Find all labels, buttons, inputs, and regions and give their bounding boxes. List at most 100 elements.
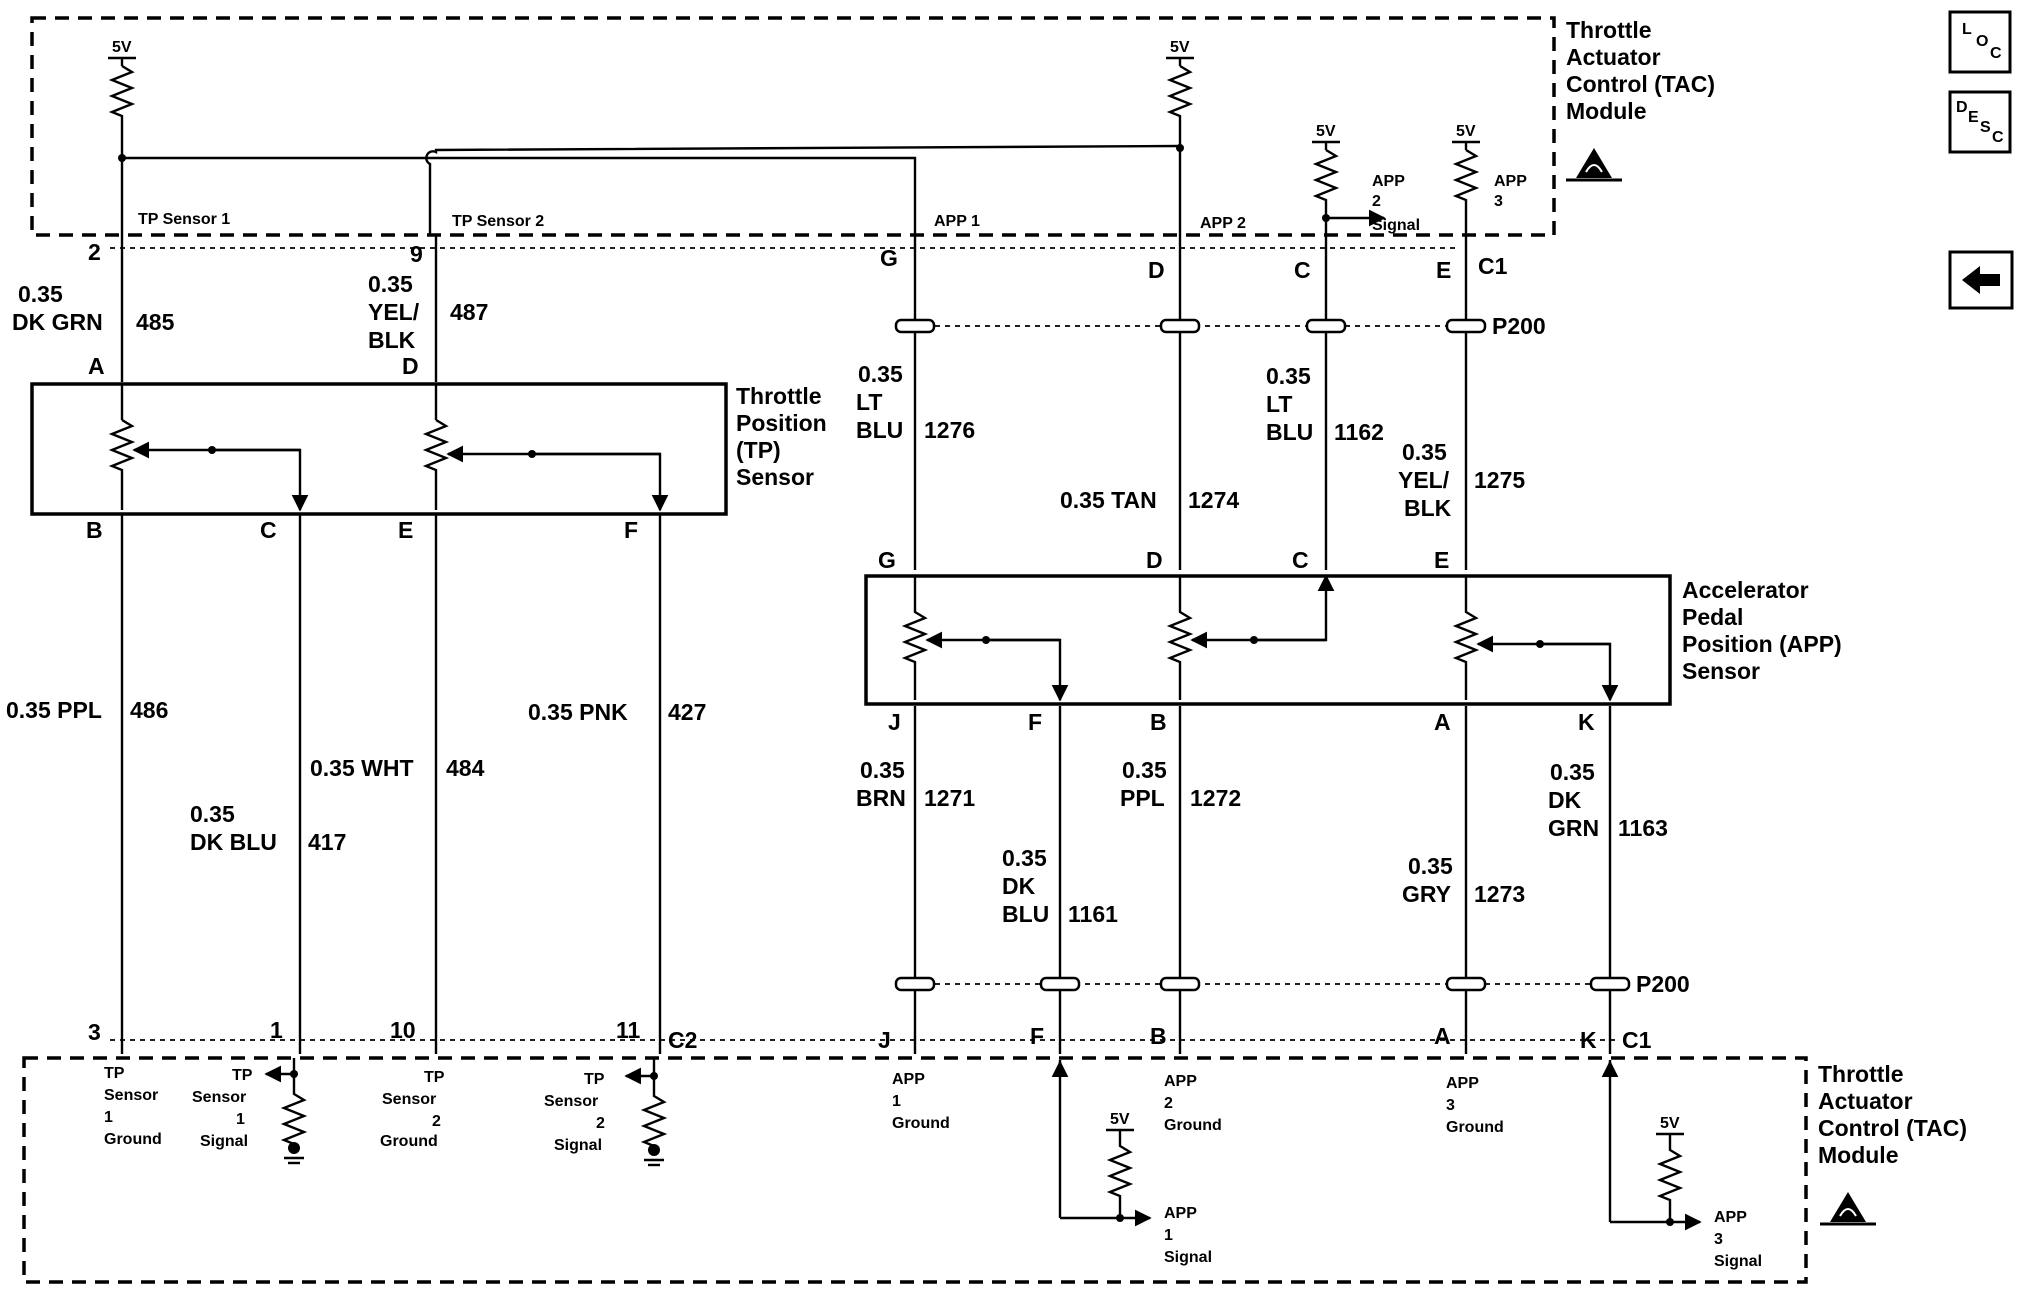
tp-pin-e: E <box>398 517 413 543</box>
svg-text:APP: APP <box>892 1071 925 1088</box>
tp1-ground-label: TP Sensor 1 Ground <box>104 1065 162 1148</box>
c1-pin-j: J <box>878 1027 891 1053</box>
w1272-circuit: 1272 <box>1190 785 1241 811</box>
w487-gauge: 0.35 <box>368 271 413 297</box>
svg-text:1: 1 <box>892 1093 901 1110</box>
esd-warning-icon <box>1564 146 1624 182</box>
svg-text:APP: APP <box>1714 1209 1747 1226</box>
w487-circuit: 487 <box>450 299 488 325</box>
app-pin-g-top: G <box>878 547 896 573</box>
svg-text:TP: TP <box>584 1071 605 1088</box>
w1274-label: 0.35 TAN <box>1060 487 1157 513</box>
app-pin-b: B <box>1150 709 1167 735</box>
svg-text:E: E <box>1968 109 1979 126</box>
c2-pin-10: 10 <box>390 1017 416 1043</box>
w1274-circuit: 1274 <box>1188 487 1239 513</box>
svg-text:TP: TP <box>104 1065 125 1082</box>
c1-pin-b: B <box>1150 1023 1167 1049</box>
app-pin-c-top: C <box>1292 547 1309 573</box>
svg-text:Sensor: Sensor <box>104 1087 158 1104</box>
w1271-gauge: 0.35 <box>860 757 905 783</box>
w427-circuit: 427 <box>668 699 706 725</box>
svg-text:3: 3 <box>1446 1097 1455 1114</box>
supply-label: 5V <box>1316 123 1336 140</box>
app-pin-f: F <box>1028 709 1042 735</box>
svg-text:S: S <box>1980 119 1991 136</box>
w485-color: DK GRN <box>12 309 103 335</box>
w1162-circuit: 1162 <box>1334 419 1384 445</box>
w1276-color-2: BLU <box>856 417 903 443</box>
svg-text:Ground: Ground <box>104 1131 162 1148</box>
desc-button[interactable]: D E S C <box>1948 90 2012 154</box>
w1162-color-2: BLU <box>1266 419 1313 445</box>
w427-label: 0.35 PNK <box>528 699 628 725</box>
svg-text:3: 3 <box>1714 1231 1723 1248</box>
tp-pin-c: C <box>260 517 277 543</box>
svg-text:Ground: Ground <box>380 1133 438 1150</box>
w1163-circuit: 1163 <box>1618 815 1668 841</box>
w484-label: 0.35 WHT <box>310 755 414 781</box>
esd-warning-icon <box>1818 1190 1878 1226</box>
c2-pin-3: 3 <box>88 1019 101 1045</box>
svg-text:Signal: Signal <box>1164 1249 1212 1266</box>
w1272-color: PPL <box>1120 785 1165 811</box>
connector-c2: C2 <box>668 1027 697 1053</box>
pin-top-d: D <box>1148 257 1165 283</box>
supply-app: 5V <box>1166 39 1194 146</box>
svg-text:2: 2 <box>1164 1095 1173 1112</box>
svg-text:Ground: Ground <box>1446 1119 1504 1136</box>
w1161-gauge: 0.35 <box>1002 845 1047 871</box>
svg-text:5V: 5V <box>1660 1115 1680 1132</box>
app-sensor: Accelerator Pedal Position (APP) Sensor <box>864 574 1842 706</box>
w1276-circuit: 1276 <box>924 417 975 443</box>
svg-text:Sensor: Sensor <box>382 1091 436 1108</box>
w1163-color-2: GRN <box>1548 815 1599 841</box>
svg-text:APP: APP <box>1164 1073 1197 1090</box>
svg-text:C: C <box>1990 45 2002 62</box>
svg-text:D: D <box>1956 99 1968 116</box>
w417-gauge: 0.35 <box>190 801 235 827</box>
svg-text:2: 2 <box>596 1115 605 1132</box>
app-3-label-1: APP <box>1494 173 1527 190</box>
tac-module-top-label-2: Actuator <box>1566 44 1661 70</box>
tac-module-top-label-4: Module <box>1566 98 1647 124</box>
loc-button[interactable]: L O C <box>1948 10 2012 74</box>
connector-c1-bottom: C1 <box>1622 1027 1652 1053</box>
w1271-color: BRN <box>856 785 906 811</box>
pin-9: 9 <box>410 241 423 267</box>
app-2-signal-label-1: APP <box>1372 173 1405 190</box>
svg-text:C: C <box>1992 129 2004 146</box>
tac-module-bottom-label-3: Control (TAC) <box>1818 1115 1967 1141</box>
w1276-gauge: 0.35 <box>858 361 903 387</box>
svg-text:Signal: Signal <box>1714 1253 1762 1270</box>
w1273-circuit: 1273 <box>1474 881 1525 907</box>
tp-sensor: Throttle Position (TP) Sensor <box>30 382 827 516</box>
p200-label-bottom: P200 <box>1636 971 1690 997</box>
svg-text:1: 1 <box>236 1111 245 1128</box>
back-arrow-icon <box>1962 266 2000 294</box>
pin-top-g: G <box>880 245 898 271</box>
w1273-gauge: 0.35 <box>1408 853 1453 879</box>
svg-text:TP: TP <box>232 1067 253 1084</box>
tp-pin-b: B <box>86 517 103 543</box>
supply-label: 5V <box>112 39 132 56</box>
app-pin-a: A <box>1434 709 1451 735</box>
app-sensor-label-4: Sensor <box>1682 658 1760 684</box>
p200-label-top: P200 <box>1492 313 1546 339</box>
app-2-signal-label-2: 2 <box>1372 193 1381 210</box>
svg-text:1: 1 <box>104 1109 113 1126</box>
w1272-gauge: 0.35 <box>1122 757 1167 783</box>
svg-text:Sensor: Sensor <box>192 1089 246 1106</box>
w1275-gauge: 0.35 <box>1402 439 1447 465</box>
tac-module-top-label-1: Throttle <box>1566 17 1652 43</box>
svg-text:Ground: Ground <box>1164 1117 1222 1134</box>
w486-label: 0.35 PPL <box>6 697 102 723</box>
connector-c1-top: C1 <box>1478 253 1508 279</box>
tac-module-bottom-label-1: Throttle <box>1818 1061 1904 1087</box>
pin-2: 2 <box>88 239 101 265</box>
back-button[interactable] <box>1948 250 2014 310</box>
tp-sensor-label-2: Position <box>736 410 827 436</box>
c2-pin-1: 1 <box>270 1017 283 1043</box>
w1163-color-1: DK <box>1548 787 1582 813</box>
